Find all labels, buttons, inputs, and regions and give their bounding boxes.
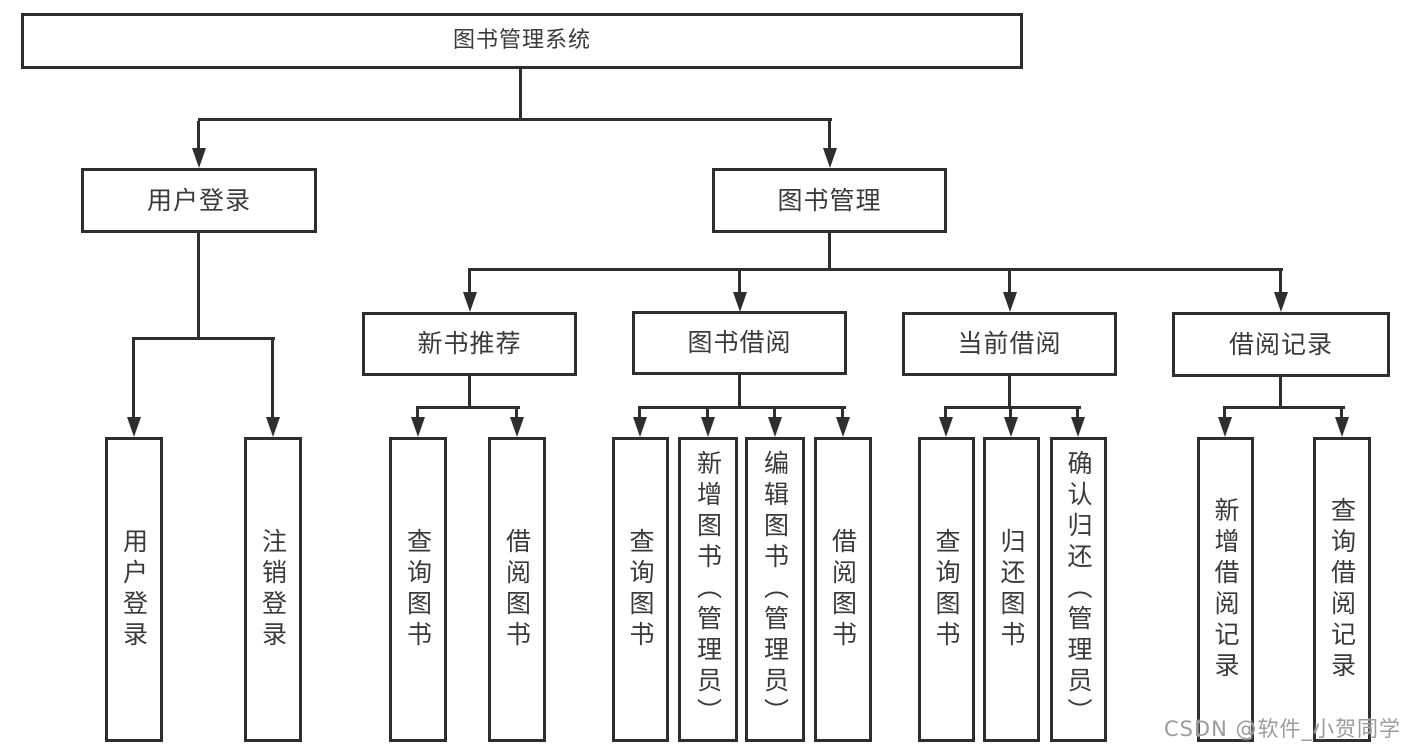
arrow-down-icon <box>192 148 206 168</box>
arrow-down-icon <box>1071 417 1085 437</box>
arrow-down-icon <box>733 292 747 312</box>
arrow-down-icon <box>701 417 715 437</box>
connector-current-borrow-stem <box>1008 376 1011 408</box>
arrow-down-icon <box>1218 417 1232 437</box>
connector-drop <box>1223 409 1226 418</box>
connector-drop-current-borrow <box>1008 271 1011 293</box>
connector-book-mgmt-stem <box>828 233 831 271</box>
connector-level2-rail <box>198 118 832 121</box>
connector-book-borrow-stem <box>738 375 741 408</box>
leaf-user-login: 用户登录 <box>105 437 163 742</box>
arrow-down-icon <box>463 292 477 312</box>
node-book-management: 图书管理 <box>712 168 947 233</box>
csdn-watermark: CSDN @软件_小贺同学 <box>1163 717 1401 741</box>
arrow-down-icon <box>939 417 953 437</box>
connector-borrow-records-rail <box>1223 406 1345 409</box>
leaf-return-books: 归还图书 <box>983 437 1040 742</box>
connector-drop-book-borrow <box>738 271 741 293</box>
connector-drop-book-mgmt <box>828 121 831 149</box>
leaf-query-books-borrow: 查询图书 <box>612 437 669 742</box>
connector-user-login-rail <box>132 337 275 340</box>
connector-drop <box>638 409 641 418</box>
leaf-query-books-recommend: 查询图书 <box>389 437 447 742</box>
connector-level3-rail <box>468 268 1283 271</box>
connector-drop <box>841 409 844 418</box>
arrow-down-icon <box>768 417 782 437</box>
connector-new-book-rec-rail <box>416 406 520 409</box>
arrow-down-icon <box>411 417 425 437</box>
arrow-down-icon <box>1003 292 1017 312</box>
node-borrow-records: 借阅记录 <box>1172 312 1390 377</box>
connector-drop-leaf-logout <box>271 340 274 417</box>
connector-book-borrow-rail <box>638 406 846 409</box>
arrow-down-icon <box>127 417 141 437</box>
node-new-book-recommend: 新书推荐 <box>362 312 577 376</box>
connector-drop-new-book-rec <box>468 271 471 293</box>
arrow-down-icon <box>836 417 850 437</box>
connector-drop <box>944 409 947 418</box>
connector-drop <box>416 409 419 418</box>
connector-drop <box>1076 409 1079 418</box>
connector-new-book-rec-stem <box>468 376 471 408</box>
connector-drop <box>706 409 709 418</box>
node-book-borrow: 图书借阅 <box>632 311 847 375</box>
connector-root-stem <box>519 69 522 121</box>
arrow-down-icon <box>1274 292 1288 312</box>
leaf-edit-books-admin: 编辑图书（管理员） <box>745 437 805 742</box>
arrow-down-icon <box>1004 417 1018 437</box>
node-current-borrow: 当前借阅 <box>902 312 1117 376</box>
node-root-system: 图书管理系统 <box>21 13 1023 69</box>
leaf-query-borrow-record: 查询借阅记录 <box>1313 437 1371 742</box>
leaf-borrow-books-recommend: 借阅图书 <box>488 437 546 742</box>
connector-drop-borrow-records <box>1279 271 1282 293</box>
leaf-logout-login: 注销登录 <box>244 437 302 742</box>
leaf-borrow-books: 借阅图书 <box>814 437 872 742</box>
connector-drop <box>1340 409 1343 418</box>
connector-current-borrow-rail <box>944 406 1081 409</box>
arrow-down-icon <box>266 417 280 437</box>
leaf-confirm-return-admin: 确认归还（管理员） <box>1050 437 1107 742</box>
leaf-add-borrow-record: 新增借阅记录 <box>1197 437 1254 742</box>
arrow-down-icon <box>823 148 837 168</box>
connector-drop <box>773 409 776 418</box>
connector-drop-leaf-user-login <box>132 340 135 417</box>
connector-user-login-stem <box>197 233 200 340</box>
connector-drop <box>515 409 518 418</box>
connector-borrow-records-stem <box>1279 377 1282 408</box>
arrow-down-icon <box>1335 417 1349 437</box>
node-user-login: 用户登录 <box>81 168 317 233</box>
connector-drop <box>1009 409 1012 418</box>
arrow-down-icon <box>510 417 524 437</box>
arrow-down-icon <box>633 417 647 437</box>
leaf-add-books-admin: 新增图书（管理员） <box>678 437 738 742</box>
connector-drop-user-login <box>197 121 200 149</box>
leaf-query-books-current: 查询图书 <box>918 437 975 742</box>
